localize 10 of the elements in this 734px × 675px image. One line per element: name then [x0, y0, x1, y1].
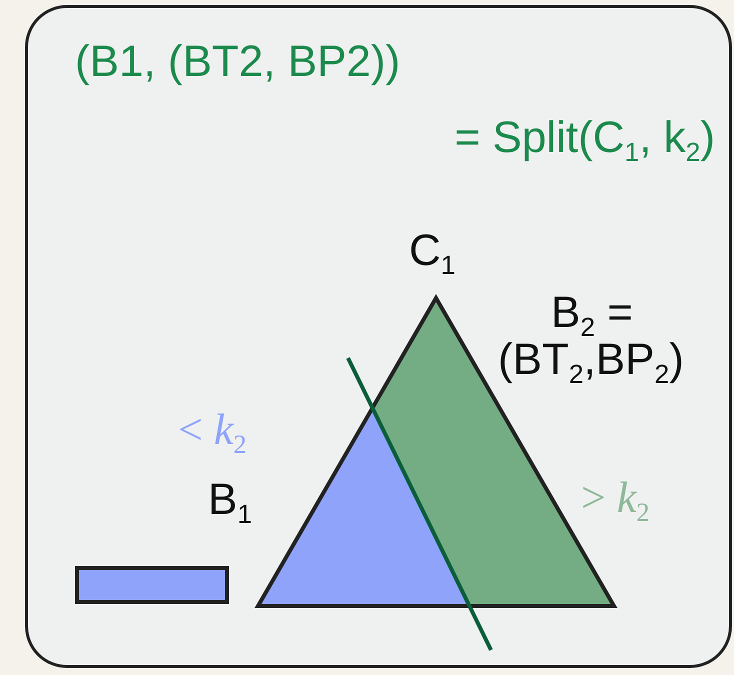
math-label: (BT$_{2}$,BP$_{2}$) [498, 338, 684, 382]
math-label: B$_{2}$ = [551, 291, 633, 335]
math-label: > k$_{2}$ [581, 476, 650, 520]
bar [75, 566, 229, 604]
formula-text: (B1, (BT2, BP2)) [75, 40, 400, 84]
math-label: C$_{1}$ [409, 229, 456, 273]
formula-text: = Split(C$_{1}$, k$_{2}$) [454, 116, 715, 160]
math-label: < k$_{2}$ [178, 408, 247, 452]
panel [25, 5, 732, 668]
math-label: B$_{1}$ [208, 478, 252, 522]
